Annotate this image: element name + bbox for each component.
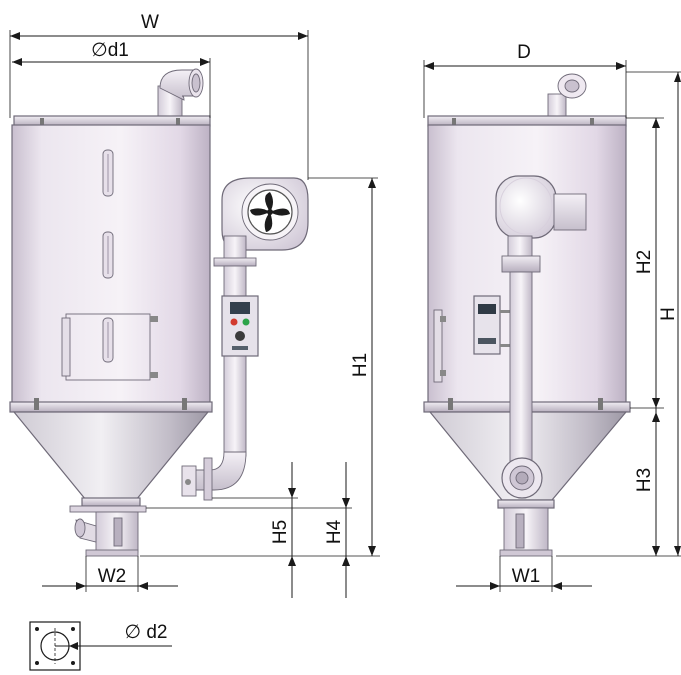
side-control-box bbox=[473, 295, 518, 355]
front-discharge-throat bbox=[69, 505, 147, 557]
side-top-outlet bbox=[547, 73, 587, 117]
blower-unit bbox=[221, 177, 309, 251]
front-air-pipe bbox=[223, 265, 247, 457]
front-cone bbox=[12, 411, 210, 501]
label-w2: W2 bbox=[98, 566, 127, 587]
dimension-lines bbox=[9, 30, 681, 598]
inlet-elbow bbox=[189, 451, 247, 491]
label-d: D bbox=[517, 42, 531, 63]
front-view bbox=[9, 68, 309, 557]
label-h3: H3 bbox=[634, 468, 655, 492]
alarm-light-icon bbox=[230, 318, 238, 326]
label-h1: H1 bbox=[350, 353, 371, 377]
sight-glass-slots bbox=[102, 149, 114, 363]
side-view bbox=[423, 73, 631, 557]
knob-icon bbox=[235, 331, 245, 341]
flange-detail bbox=[29, 621, 172, 671]
cleaning-door bbox=[61, 313, 158, 381]
label-h4: H4 bbox=[324, 519, 345, 544]
front-bottom-ring bbox=[9, 401, 213, 413]
pipe-flange bbox=[213, 257, 257, 267]
side-air-pipe bbox=[509, 271, 533, 463]
label-d2: ∅ d2 bbox=[125, 622, 168, 643]
label-d1: ∅d1 bbox=[91, 40, 129, 61]
side-blower bbox=[495, 175, 587, 239]
run-light-icon bbox=[242, 318, 250, 326]
label-h: H bbox=[658, 307, 679, 321]
label-w: W bbox=[141, 12, 159, 33]
top-outlet-elbow bbox=[157, 68, 204, 119]
label-h2: H2 bbox=[634, 250, 655, 274]
fan-icon bbox=[250, 192, 290, 232]
label-h5: H5 bbox=[270, 520, 291, 544]
control-box bbox=[221, 295, 259, 357]
label-w1: W1 bbox=[512, 566, 541, 587]
dimension-labels: W ∅d1 D H1 H4 H5 H2 H3 H W2 W1 ∅ d2 bbox=[91, 12, 679, 643]
